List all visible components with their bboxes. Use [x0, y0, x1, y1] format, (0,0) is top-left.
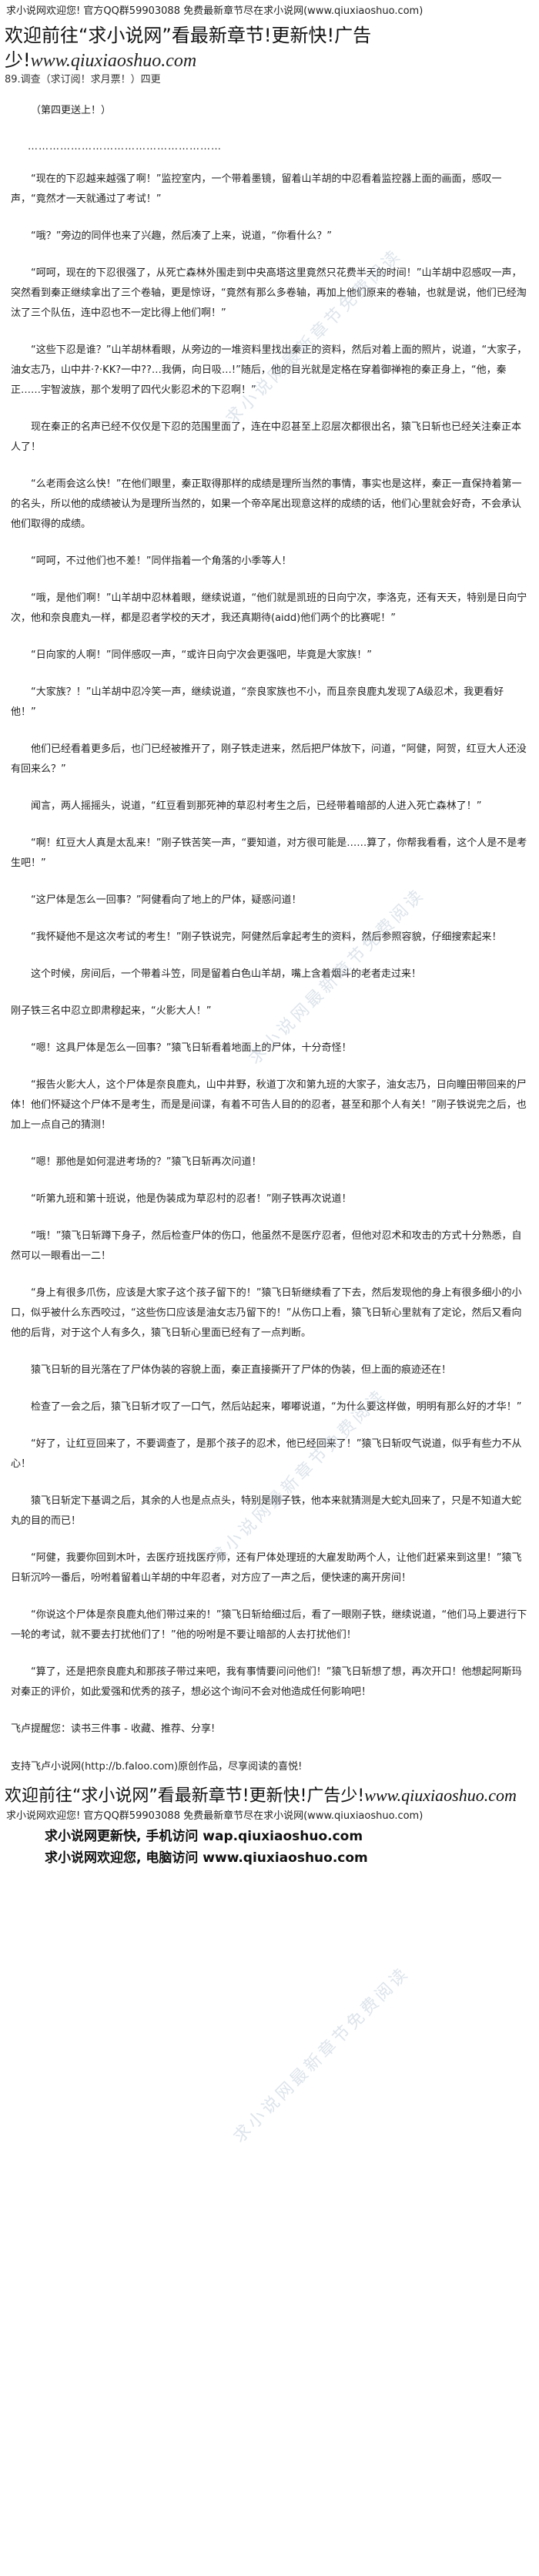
paragraph: “我怀疑他不是这次考试的考生！”刚子铁说完，阿健然后拿起考生的资料，然后参照容貌…	[31, 931, 502, 943]
paragraph: “啊！红豆大人真是太乱来！”刚子铁苦笑一声，“要知道，对方很可能是……算了，你帮…	[11, 837, 527, 869]
welcome-text: 欢迎前往“求小说网”看最新章节!更新快!广告少!	[5, 25, 372, 71]
welcome-site-link[interactable]: www.qiuxiaoshuo.com	[30, 51, 197, 71]
author-note: 飞卢提醒您：读书三件事 - 收藏、推荐、分享!	[11, 1723, 216, 1735]
footer: 欢迎前往“求小说网”看最新章节!更新快!广告少!www.qiuxiaoshuo.…	[0, 1778, 539, 1868]
promo-line[interactable]: 支持飞卢小说网(http://b.faloo.com)原创作品，尽享阅读的喜悦!	[11, 1761, 303, 1773]
paragraph: 闻言，两人摇摇头，说道，“红豆看到那死神的草忍村考生之后，已经带着暗部的人进入死…	[31, 800, 482, 812]
paragraph: “么老雨会这么快！”在他们眼里，秦正取得那样的成绩是理所当然的事情，事实也是这样…	[11, 478, 522, 530]
footer-mobile-line[interactable]: 求小说网更新快, 手机访问 wap.qiuxiaoshuo.com	[45, 1829, 363, 1844]
paragraph: “这尸体是怎么一回事？”阿健看向了地上的尸体，疑惑问道！	[31, 894, 302, 906]
paragraph: “这些下忍是谁？”山羊胡林看眼，从旁边的一堆资料里找出秦正的资料，然后对着上面的…	[11, 344, 527, 396]
watermark-text: 求小说网最新章节免费阅读	[229, 1963, 413, 2147]
paragraph: （第四更送上！）	[31, 105, 112, 116]
paragraph: “哦？”旁边的同伴也来了兴趣，然后凑了上来，说道，“你看什么？”	[31, 230, 332, 242]
paragraph: “嗯！这具尸体是怎么一回事？”猿飞日斩看着地面上的尸体，十分奇怪！	[31, 1042, 352, 1054]
paragraph: “现在的下忍越来越强了啊！”监控室内，一个带着墨镜，留着山羊胡的中忍看着监控器上…	[11, 173, 502, 205]
paragraph: “算了，还是把奈良鹿丸和那孩子带过来吧，我有事情要问问他们！”猿飞日斩想了想，再…	[11, 1666, 522, 1698]
footer-welcome-text: 欢迎前往“求小说网”看最新章节!更新快!广告少!	[5, 1786, 365, 1806]
paragraph: “阿健，我要你回到木叶，去医疗班找医疗师，还有尸体处理班的大雇发助两个人，让他们…	[11, 1552, 522, 1584]
footer-qq-line: 求小说网欢迎您! 官方QQ群59903088 免费最新章节尽在求小说网(www.…	[6, 1810, 424, 1822]
paragraph: 他们已经看着更多后，也门已经被推开了，刚子铁走进来，然后把尸体放下，问道，“阿健…	[11, 743, 527, 775]
paragraph: “呵呵，不过他们也不差！”同伴指着一个角落的小季等人！	[31, 555, 292, 567]
paragraph: “大家族？！”山羊胡中忍冷笑一声，继续说道，“奈良家族也不小，而且奈良鹿丸发现了…	[11, 686, 504, 718]
paragraph: “哦，是他们啊！”山羊胡中忍林着眼，继续说道，“他们就是凯班的日向宁次，李洛克，…	[11, 592, 527, 624]
chapter-title: 89.调查（求订阅！求月票！）四更	[5, 74, 161, 86]
paragraph: “呵呵，现在的下忍很强了，从死亡森林外围走到中央高塔这里竟然只花费半天的时间！”…	[11, 267, 527, 319]
paragraph: 检查了一会之后，猿飞日斩才叹了一口气，然后站起来，嘟嘟说道，“为什么要这样做，明…	[31, 1401, 522, 1413]
footer-desktop-line[interactable]: 求小说网欢迎您, 电脑访问 www.qiuxiaoshuo.com	[45, 1850, 368, 1866]
paragraph: 猿飞日斩的目光落在了尸体伪装的容貌上面，秦正直接撕开了尸体的伪装，但上面的痕迹还…	[31, 1364, 452, 1376]
paragraph: “你说这个尸体是奈良鹿丸他们带过来的！”猿飞日斩给细过后，看了一眼刚子铁，继续说…	[11, 1609, 527, 1641]
top-banner: 求小说网欢迎您! 官方QQ群59903088 免费最新章节尽在求小说网(www.…	[6, 5, 424, 17]
paragraph: “好了，让红豆回来了，不要调查了，是那个孩子的忍术，他已经回来了！”猿飞日斩叹气…	[11, 1438, 522, 1470]
scene-divider: ………………………………………………	[28, 141, 222, 153]
paragraph: “嗯！那他是如何混进考场的？”猿飞日斩再次问道！	[31, 1156, 262, 1168]
welcome-line: 欢迎前往“求小说网”看最新章节!更新快!广告少!www.qiuxiaoshuo.…	[0, 22, 539, 73]
paragraph: 猿飞日斩定下基调之后，其余的人也是点点头，特别是刚子铁，他本来就猜测是大蛇丸回来…	[11, 1495, 522, 1527]
paragraph: “报告火影大人，这个尸体是奈良鹿丸，山中井野，秋道丁次和第九班的大家子，油女志乃…	[11, 1079, 527, 1131]
paragraph: “日向家的人啊！”同伴感叹一声，“或许日向宁次会更强吧，毕竟是大家族！”	[31, 649, 372, 661]
paragraph: 刚子铁三名中忍立即肃穆起来，“火影大人！”	[11, 1005, 212, 1017]
paragraph: 现在秦正的名声已经不仅仅是下忍的范围里面了，连在中忍甚至上忍层次都很出名，猿飞日…	[11, 421, 522, 453]
chapter-content: （第四更送上！） ……………………………………………… “现在的下忍越来越强了啊…	[0, 87, 539, 1739]
paragraph: “身上有很多爪伤，应该是大家子这个孩子留下的！”猿飞日斩继续看了下去，然后发现他…	[11, 1287, 522, 1339]
paragraph: “哦！”猿飞日斩蹲下身子，然后检查尸体的伤口，他虽然不是医疗忍者，但他对忍术和攻…	[11, 1230, 522, 1262]
footer-welcome-line: 欢迎前往“求小说网”看最新章节!更新快!广告少!www.qiuxiaoshuo.…	[0, 1778, 539, 1808]
paragraph: “听第九班和第十班说，他是伪装成为草忍村的忍者！”刚子铁再次说道！	[31, 1193, 352, 1205]
footer-welcome-site-link[interactable]: www.qiuxiaoshuo.com	[364, 1786, 517, 1805]
paragraph: 这个时候，房间后，一个带着斗笠，同是留着白色山羊胡，嘴上含着烟斗的老者走过来！	[31, 968, 422, 980]
